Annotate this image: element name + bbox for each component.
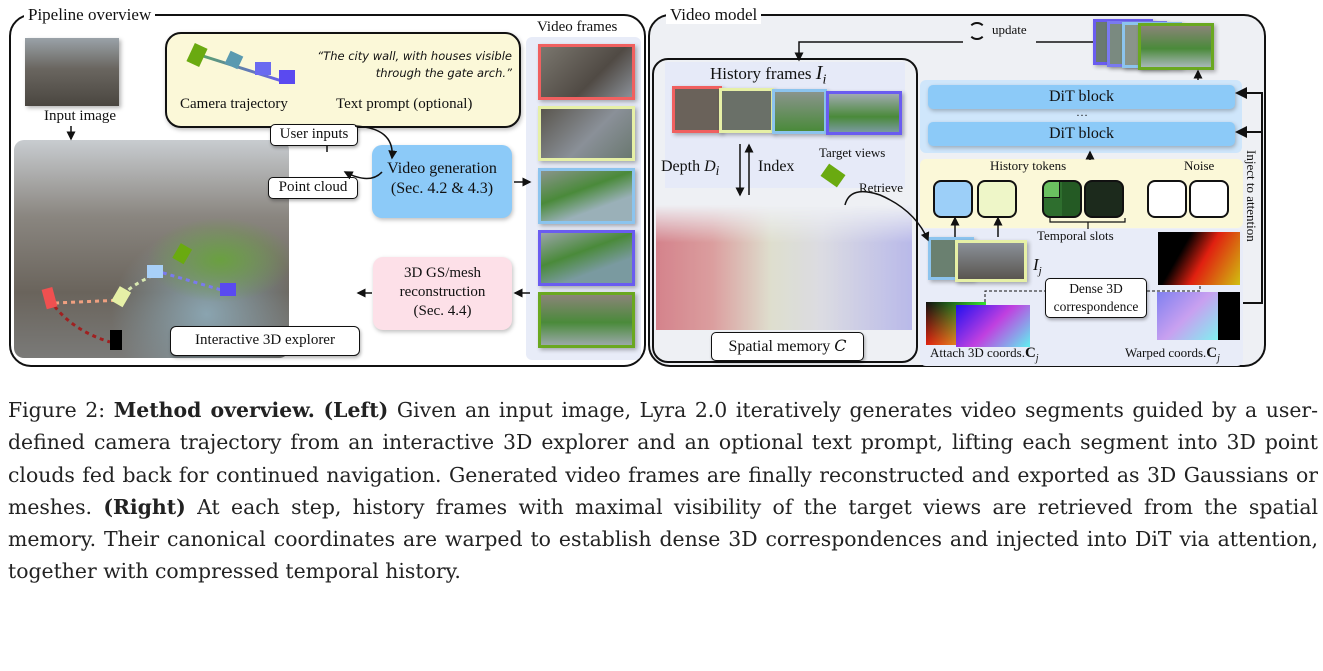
temporal-token-2 [1084, 180, 1124, 218]
interactive-explorer-tag: Interactive 3D explorer [170, 326, 360, 356]
arrow-retrieve [844, 190, 930, 242]
history-frame-3 [772, 89, 827, 134]
point-cloud-tag: Point cloud [268, 177, 358, 199]
caption-left-tag: (Left) [323, 398, 389, 422]
figure-caption: Figure 2: Method overview. (Left) Given … [8, 394, 1318, 588]
dit-block-2: DiT block [928, 122, 1235, 146]
camera-trajectory-label: Camera trajectory [180, 96, 288, 112]
output-frame-main [1138, 23, 1214, 70]
caption-prefix: Figure 2: [8, 398, 106, 422]
video-frame-2 [538, 106, 635, 161]
history-tokens-label: History tokens [990, 158, 1067, 173]
explorer-scene-image [14, 140, 289, 358]
reconstruction-label: 3D GS/mesh reconstruction [399, 265, 486, 300]
noise-token-2 [1189, 180, 1229, 218]
temporal-token-1 [1042, 180, 1082, 218]
video-generation-sec: (Sec. 4.2 & 4.3) [390, 180, 494, 197]
text-prompt-quote: “The city wall, with houses visible thro… [317, 49, 512, 80]
reconstruction-sec: (Sec. 4.4) [413, 303, 472, 319]
warped-coords-map-1 [1158, 232, 1240, 285]
noise-label: Noise [1184, 158, 1215, 173]
warped-coords-map-2 [1157, 292, 1240, 340]
history-token-2 [977, 180, 1017, 218]
depth-label: Depth Di [661, 158, 720, 179]
history-frames-text: History frames [710, 64, 812, 83]
right-arrows [735, 41, 1263, 304]
retrieve-label: Retrieve [859, 180, 904, 195]
update-cycle-icon [968, 22, 986, 40]
caption-right-text: At each step, history frames with maxima… [8, 494, 1318, 584]
dit-block-1: DiT block [928, 85, 1235, 109]
caption-right-tag: (Right) [103, 494, 186, 519]
dense-correspondence-tag: Dense 3D correspondence [1045, 278, 1147, 318]
spatial-memory-tag: Spatial memory C [711, 332, 864, 361]
index-label: Index [758, 158, 795, 175]
target-views-label: Target views [819, 145, 886, 160]
video-frame-4 [538, 230, 635, 286]
user-inputs-panel [165, 32, 521, 128]
camera-trajectory-icon [186, 42, 295, 84]
arrow-inject-to-attention [1235, 87, 1263, 304]
inject-to-attention-label: Inject to attention [1244, 150, 1259, 242]
point-cloud-memory-image [656, 205, 912, 330]
arrow-generation-to-point-cloud [343, 171, 383, 180]
input-image-label: Input image [44, 108, 117, 124]
video-generation-label: Video generation [387, 160, 497, 177]
video-frame-5 [538, 292, 635, 348]
target-frame-ij-2 [955, 240, 1027, 282]
warped-coords-label: Warped coords.Cj [1125, 345, 1220, 364]
input-image [25, 38, 119, 106]
caption-left-text: Given an input image, Lyra 2.0 iterative… [8, 398, 1319, 519]
text-prompt-label: Text prompt (optional) [336, 96, 473, 112]
video-frame-3 [538, 168, 635, 224]
user-inputs-tag: User inputs [270, 124, 358, 146]
update-label: update [992, 22, 1027, 37]
caption-title: Method overview. [113, 398, 315, 422]
pipeline-overview-panel [9, 14, 646, 367]
temporal-slots-label: Temporal slots [1037, 228, 1114, 243]
pipeline-overview-title: Pipeline overview [24, 6, 156, 24]
video-frame-1 [538, 44, 635, 100]
ij-label: Ij [1033, 255, 1042, 278]
arrow-user-inputs-to-generation [354, 125, 398, 160]
attach-coords-map-2 [956, 305, 1030, 347]
left-arrows [41, 125, 532, 350]
history-frames-label: History frames Ii [710, 62, 827, 88]
dit-ellipsis: … [1076, 105, 1088, 119]
reconstruction-box: 3D GS/mesh reconstruction (Sec. 4.4) [373, 257, 512, 330]
explorer-camera-path [41, 243, 236, 350]
history-frame-4 [826, 91, 902, 135]
arrow-update-to-memory [794, 41, 963, 62]
video-frames-label: Video frames [537, 19, 618, 35]
attach-coords-label: Attach 3D coords.Cj [930, 345, 1039, 364]
video-model-title: Video model [666, 6, 762, 24]
noise-token-1 [1147, 180, 1187, 218]
